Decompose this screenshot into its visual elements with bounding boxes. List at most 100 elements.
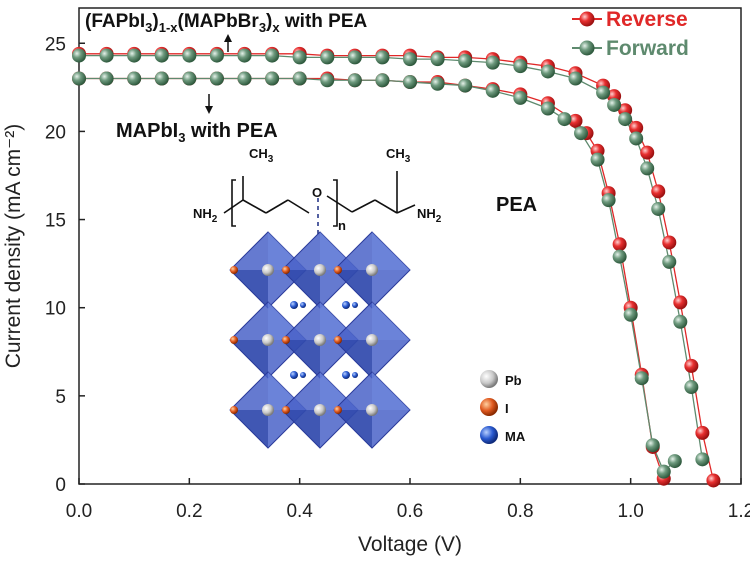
data-point — [629, 131, 644, 146]
pb-atom — [314, 404, 326, 416]
octahedron-face — [372, 302, 410, 340]
data-point — [667, 454, 682, 469]
data-point — [265, 48, 280, 63]
x-tick-label: 1.0 — [617, 501, 643, 522]
data-point — [403, 75, 417, 90]
y-tick-label: 5 — [55, 387, 66, 408]
ma-molecule — [352, 302, 358, 308]
atom-legend-swatch — [480, 426, 498, 444]
bond — [223, 199, 244, 214]
i-atom — [230, 336, 238, 344]
data-point — [430, 52, 445, 67]
top-curve-label: (FAPbI3)1-x(MAPbBr3)x with PEA — [85, 11, 368, 35]
data-point — [209, 71, 224, 86]
pb-atom — [262, 264, 274, 276]
pea-label: PEA — [496, 194, 537, 216]
data-point — [182, 48, 197, 63]
data-point — [629, 120, 644, 135]
data-point — [320, 73, 335, 88]
octahedron-face — [282, 410, 320, 448]
data-point — [154, 71, 169, 86]
data-point — [127, 48, 142, 63]
x-tick-label: 0.4 — [286, 501, 313, 522]
data-point — [265, 71, 280, 86]
data-point — [375, 50, 390, 65]
data-point — [99, 48, 114, 63]
nh2-left-label: NH2 — [193, 206, 218, 225]
data-point — [695, 452, 710, 467]
data-point — [540, 101, 555, 116]
data-point — [645, 438, 660, 453]
data-point — [430, 76, 445, 91]
octahedron-face — [334, 410, 372, 448]
octahedron-face — [230, 340, 268, 378]
ma-molecule — [290, 371, 298, 379]
y-tick-label: 20 — [45, 122, 66, 143]
data-point — [640, 161, 655, 176]
bond — [396, 204, 416, 214]
data-point — [72, 48, 86, 63]
data-point — [623, 307, 638, 322]
bond — [326, 195, 353, 213]
repeat-n-label: n — [338, 218, 346, 233]
data-point — [458, 53, 473, 68]
x-tick-label: 0.2 — [176, 501, 202, 522]
i-atom — [230, 406, 238, 414]
i-atom — [334, 406, 342, 414]
data-point — [695, 425, 710, 440]
data-point — [651, 201, 666, 216]
y-tick-label: 0 — [55, 475, 66, 496]
data-point — [596, 85, 611, 100]
data-point — [320, 50, 335, 65]
i-atom — [282, 266, 290, 274]
series-line — [79, 77, 676, 473]
octahedron-face — [334, 270, 372, 308]
pb-atom — [366, 264, 378, 276]
perovskite-structure-illustration — [229, 231, 411, 449]
x-axis-label: Voltage (V) — [358, 533, 462, 556]
data-point — [127, 71, 142, 86]
data-point — [485, 55, 500, 70]
y-axis-label: Current density (mA cm⁻²) — [2, 124, 25, 368]
data-point — [458, 78, 473, 93]
data-point — [662, 254, 677, 269]
data-point — [656, 464, 671, 479]
ch3-left-label: CH3 — [249, 146, 274, 165]
data-point — [568, 71, 583, 86]
data-point — [403, 52, 417, 67]
data-point — [651, 184, 666, 199]
data-point — [634, 371, 649, 386]
bottom-curve-arrow — [205, 94, 213, 114]
data-point — [557, 112, 572, 127]
data-point — [662, 235, 677, 250]
data-point — [706, 473, 721, 488]
atom-legend-label: MA — [505, 429, 526, 444]
ma-molecule — [342, 301, 350, 309]
oxygen-label: O — [312, 185, 322, 200]
data-point — [684, 380, 699, 395]
x-tick-label: 0.0 — [66, 501, 92, 522]
pb-atom — [314, 264, 326, 276]
data-point — [574, 126, 589, 141]
data-points — [72, 46, 721, 488]
nh2-right-label: NH2 — [417, 206, 442, 225]
ma-molecule — [352, 372, 358, 378]
data-point — [601, 193, 616, 208]
data-point — [540, 64, 555, 79]
octahedron-face — [230, 410, 268, 448]
repeat-bracket-right — [333, 179, 338, 227]
data-point — [292, 50, 307, 65]
atom-legend-label: Pb — [505, 373, 522, 388]
x-tick-label: 1.2 — [728, 501, 750, 522]
pb-atom — [262, 334, 274, 346]
i-atom — [230, 266, 238, 274]
data-point — [237, 48, 252, 63]
bond — [351, 199, 376, 213]
data-point — [673, 295, 688, 310]
atom-legend-swatch — [480, 370, 498, 388]
data-point — [618, 112, 633, 127]
pea-molecule-illustration — [223, 171, 416, 234]
